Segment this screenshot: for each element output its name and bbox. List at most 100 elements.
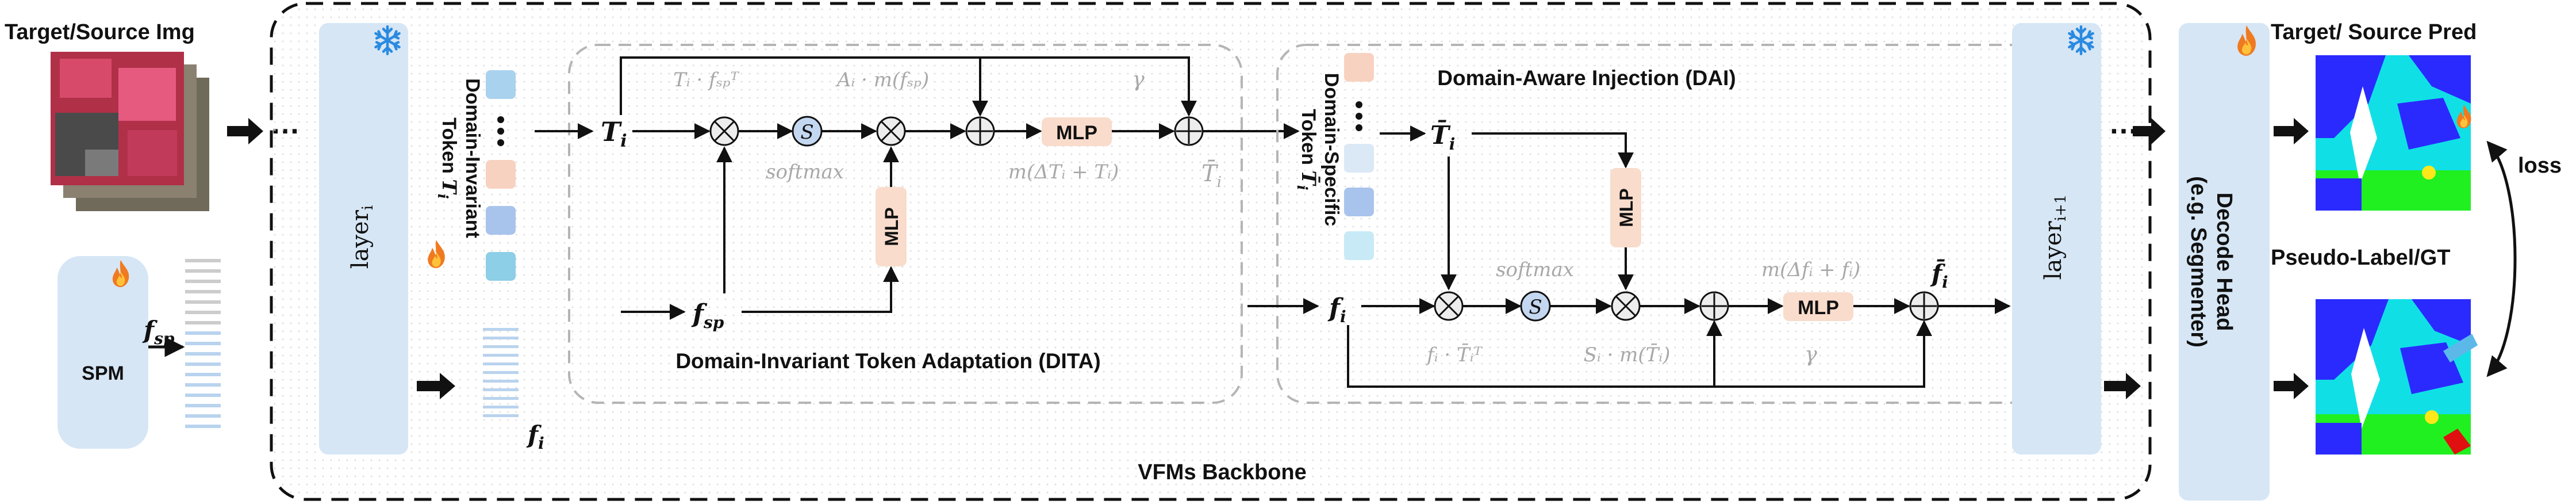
dai-softmax-node: S: [1520, 291, 1551, 322]
layer-i-label: layeri: [347, 205, 377, 269]
dai-softmax-label: softmax: [1496, 258, 1574, 281]
backbone-feature-stripes: [483, 328, 519, 417]
dita-expr-attn: Aᵢ · m(fₛₚ): [835, 68, 929, 91]
dita-output-T-symbol: T̄: [1201, 160, 1219, 187]
dai-add-1: [1699, 291, 1729, 321]
dai-multiply-1: [1434, 291, 1464, 321]
spm-feature-stripes: [185, 259, 221, 428]
dita-softmax-node: S: [792, 116, 823, 147]
gt-segmentation-map: [2316, 299, 2478, 455]
dita-multiply-2: [876, 116, 906, 146]
dai-expr-residual: m(Δfᵢ + fᵢ): [1761, 258, 1860, 281]
invariant-token-stack: [486, 70, 516, 281]
dai-expr-product: fᵢ · T̄ᵢᵀ: [1425, 343, 1483, 366]
dita-mlp-side: MLP: [876, 187, 907, 266]
layer-next-name: layer: [2040, 220, 2067, 280]
invariant-token-symbol: T: [437, 179, 460, 195]
dita-output-T-sub: i: [1217, 174, 1222, 191]
dai-mlp-main-label: MLP: [1798, 297, 1839, 319]
dai-input-T-symbol: T̄: [1430, 119, 1451, 150]
invariant-token-label-line2: Token Ti: [435, 117, 460, 198]
dita-expr-residual: m(ΔTᵢ + Tᵢ): [1008, 161, 1119, 184]
dai-mlp-top-label: MLP: [1616, 188, 1637, 227]
dita-input-T-label: Ti: [601, 116, 627, 151]
invariant-token-sub: i: [435, 194, 451, 199]
specific-token-sub: i: [1294, 185, 1311, 190]
dita-expr-product: Tᵢ · fₛₚᵀ: [673, 68, 740, 91]
dita-mlp-side-label: MLP: [881, 207, 902, 246]
invariant-token-label-line1: Domain-Invariant: [462, 78, 483, 238]
dita-softmax-label: softmax: [766, 161, 844, 184]
dita-multiply-1: [709, 116, 739, 146]
layer-i-sub: i: [359, 205, 377, 210]
dita-gamma: γ: [1132, 68, 1145, 91]
dita-input-T-symbol: T: [601, 116, 623, 147]
dita-frame: [568, 44, 1243, 404]
dita-add-2: [1174, 116, 1204, 146]
dai-softmax-symbol: S: [1529, 296, 1542, 319]
loss-label: loss: [2518, 154, 2562, 178]
dai-mlp-main: MLP: [1783, 292, 1853, 321]
dai-input-T-sub: i: [1449, 135, 1456, 154]
dai-add-2: [1909, 291, 1939, 321]
dai-gamma: γ: [1805, 343, 1817, 366]
layer-next-label: layeri+1: [2040, 194, 2070, 280]
spm-fsp-label: fsp: [142, 316, 175, 348]
dai-token-to-mlp-line: [1472, 132, 1634, 169]
decode-head-block: Decode Head (e.g. Segmenter): [2179, 23, 2270, 501]
dita-top-skip-line: [620, 56, 1197, 117]
dai-frame: [1276, 44, 2089, 404]
backbone-title: VFMs Backbone: [1138, 460, 1307, 484]
specific-token-stack: [1344, 53, 1374, 260]
decode-head-label-line1: Decode Head: [2212, 193, 2236, 331]
spm-module: SPM: [57, 256, 148, 449]
backbone-frame: [270, 2, 2152, 501]
dita-add-1: [965, 116, 995, 146]
specific-token-label-line2: Token T̄i: [1294, 109, 1320, 190]
backbone-exit-arrow-bottom: [2104, 373, 2141, 399]
layer-i-feature-arrow: [417, 373, 455, 399]
dai-bottom-skip-line: [1347, 320, 1932, 388]
invariant-token-label: Domain-Invariant Token Ti: [435, 78, 483, 238]
layer-next-block: layeri+1: [2012, 23, 2101, 455]
dai-title: Domain-Aware Injection (DAI): [1437, 66, 1736, 90]
backbone-fi-sub: i: [538, 434, 544, 453]
decode-to-gt-arrow: [2274, 373, 2309, 399]
pred-title: Target/ Source Pred: [2271, 20, 2477, 44]
input-image-title: Target/Source Img: [5, 20, 195, 44]
dita-fsp-sub: sp: [703, 313, 724, 332]
dita-input-T-sub: i: [620, 131, 627, 151]
specific-token-label-line1: Domain-Specific: [1320, 73, 1342, 226]
specific-token-label-prefix: Token: [1297, 109, 1319, 170]
input-entry-arrow: [227, 118, 263, 144]
dita-output-T-label: T̄i: [1201, 160, 1222, 191]
decode-head-label-line2: (e.g. Segmenter): [2186, 176, 2210, 348]
dita-fsp-to-mlp-line: [742, 266, 899, 313]
layer-next-sub: i+1: [2052, 194, 2070, 222]
layer-i-block: layeri: [319, 23, 408, 455]
spm-fsp-sub: sp: [153, 329, 175, 348]
specific-token-label: Domain-Specific Token T̄i: [1294, 73, 1342, 226]
loss-arrow: [2486, 140, 2517, 377]
dai-multiply-2: [1611, 291, 1641, 321]
gt-title: Pseudo-Label/GT: [2271, 246, 2450, 270]
dita-mlp-main-label: MLP: [1056, 122, 1097, 144]
dai-input-T-label: T̄i: [1430, 119, 1455, 154]
layer-i-name: layer: [347, 209, 374, 269]
dai-expr-attn: Sᵢ · m(T̄ᵢ): [1584, 343, 1671, 366]
specific-token-symbol: T̄: [1297, 170, 1320, 186]
invariant-token-label-prefix: Token: [438, 117, 460, 179]
dita-softmax-symbol: S: [800, 121, 813, 144]
dai-mlp-top: MLP: [1610, 168, 1641, 247]
dita-fsp-label: fsp: [691, 299, 724, 332]
pred-segmentation-map: [2316, 55, 2471, 211]
dita-title: Domain-Invariant Token Adaptation (DITA): [675, 349, 1100, 373]
spm-label: SPM: [82, 362, 124, 384]
dai-input-f-sub: i: [1340, 307, 1346, 326]
backbone-exit-arrow-top: [2133, 118, 2166, 144]
decode-to-pred-arrow: [2274, 118, 2309, 144]
dai-output-f-sub: i: [1942, 273, 1948, 292]
dita-mlp-main: MLP: [1042, 117, 1112, 146]
input-image-stack: [51, 52, 209, 211]
